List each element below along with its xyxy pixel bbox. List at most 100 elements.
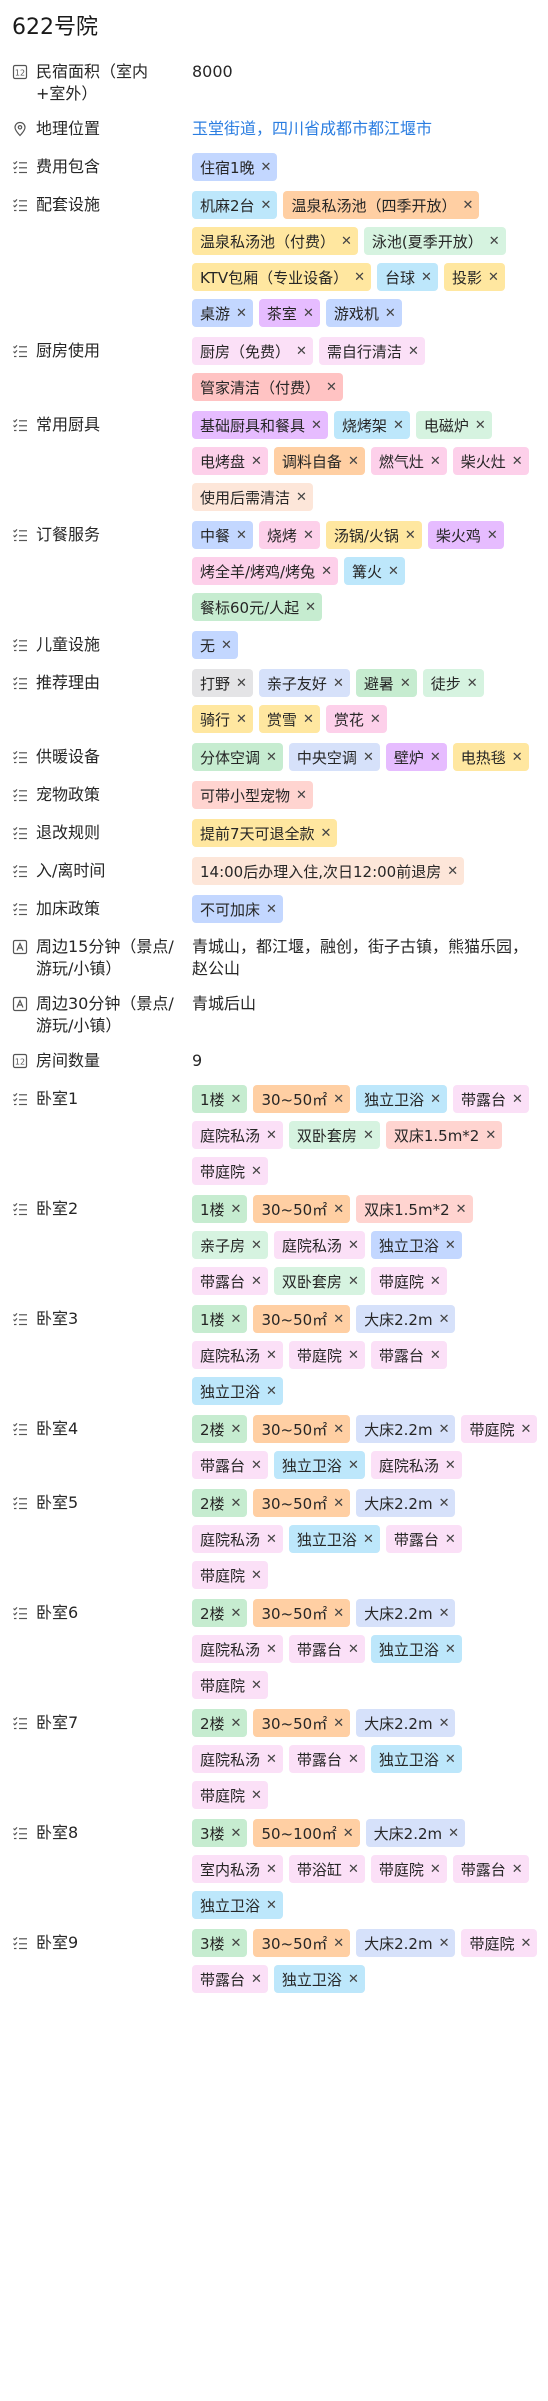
- option-tag[interactable]: 烤全羊/烤鸡/烤兔✕: [192, 557, 339, 585]
- close-icon[interactable]: ✕: [260, 197, 272, 213]
- close-icon[interactable]: ✕: [487, 269, 499, 285]
- close-icon[interactable]: ✕: [332, 675, 344, 691]
- option-tag[interactable]: 篝火✕: [344, 557, 405, 585]
- option-tag[interactable]: 带庭院✕: [192, 1157, 268, 1185]
- option-tag[interactable]: 汤锅/火锅✕: [325, 521, 422, 549]
- option-tag[interactable]: 需自行清洁✕: [318, 337, 425, 365]
- close-icon[interactable]: ✕: [230, 1715, 242, 1731]
- close-icon[interactable]: ✕: [486, 527, 498, 543]
- close-icon[interactable]: ✕: [221, 637, 232, 653]
- option-tag[interactable]: 餐标60元/人起✕: [192, 593, 323, 621]
- option-tag[interactable]: 1楼✕: [192, 1195, 248, 1223]
- option-tag[interactable]: 50~100㎡✕: [253, 1819, 360, 1847]
- option-tag[interactable]: 独立卫浴✕: [273, 1965, 365, 1993]
- option-tag[interactable]: 带露台✕: [385, 1525, 462, 1553]
- option-tag[interactable]: 厨房（免费）✕: [192, 337, 313, 365]
- close-icon[interactable]: ✕: [333, 1201, 345, 1217]
- option-tag[interactable]: 住宿1晚✕: [192, 153, 278, 181]
- option-tag[interactable]: 2楼✕: [192, 1709, 248, 1737]
- close-icon[interactable]: ✕: [230, 1201, 242, 1217]
- option-tag[interactable]: 调料自备✕: [273, 447, 365, 475]
- close-icon[interactable]: ✕: [230, 1495, 242, 1511]
- close-icon[interactable]: ✕: [447, 863, 459, 879]
- option-tag[interactable]: 机麻2台✕: [192, 191, 278, 219]
- option-tag[interactable]: 大床2.2m✕: [356, 1305, 456, 1333]
- close-icon[interactable]: ✕: [384, 305, 396, 321]
- close-icon[interactable]: ✕: [266, 1383, 277, 1399]
- option-tag[interactable]: 30~50㎡✕: [253, 1305, 351, 1333]
- close-icon[interactable]: ✕: [438, 1311, 450, 1327]
- close-icon[interactable]: ✕: [429, 453, 441, 469]
- close-icon[interactable]: ✕: [266, 1861, 277, 1877]
- close-icon[interactable]: ✕: [230, 1311, 242, 1327]
- option-tag[interactable]: 大床2.2m✕: [356, 1599, 456, 1627]
- option-tag[interactable]: 双卧套房✕: [273, 1267, 365, 1295]
- close-icon[interactable]: ✕: [455, 1201, 467, 1217]
- option-tag[interactable]: 带露台✕: [288, 1635, 365, 1663]
- close-icon[interactable]: ✕: [438, 1421, 450, 1437]
- option-tag[interactable]: 双床1.5m*2✕: [385, 1121, 503, 1149]
- close-icon[interactable]: ✕: [347, 1971, 359, 1987]
- close-icon[interactable]: ✕: [342, 1825, 354, 1841]
- close-icon[interactable]: ✕: [347, 453, 359, 469]
- close-icon[interactable]: ✕: [429, 749, 441, 765]
- option-tag[interactable]: 30~50㎡✕: [253, 1929, 351, 1957]
- close-icon[interactable]: ✕: [251, 1677, 262, 1693]
- close-icon[interactable]: ✕: [326, 379, 337, 395]
- option-tag[interactable]: 庭院私汤✕: [192, 1341, 283, 1369]
- close-icon[interactable]: ✕: [341, 233, 352, 249]
- close-icon[interactable]: ✕: [321, 563, 333, 579]
- close-icon[interactable]: ✕: [266, 1127, 277, 1143]
- close-icon[interactable]: ✕: [347, 1861, 359, 1877]
- option-tag[interactable]: 大床2.2m✕: [356, 1489, 456, 1517]
- option-tag[interactable]: 独立卫浴✕: [192, 1377, 283, 1405]
- option-tag[interactable]: 烧烤架✕: [333, 411, 410, 439]
- option-tag[interactable]: 管家清洁（付费）✕: [192, 373, 343, 401]
- option-tag[interactable]: 1楼✕: [192, 1085, 248, 1113]
- close-icon[interactable]: ✕: [421, 269, 432, 285]
- close-icon[interactable]: ✕: [362, 749, 374, 765]
- option-tag[interactable]: 室内私汤✕: [192, 1855, 283, 1883]
- close-icon[interactable]: ✕: [302, 711, 314, 727]
- close-icon[interactable]: ✕: [511, 453, 523, 469]
- close-icon[interactable]: ✕: [251, 1787, 262, 1803]
- close-icon[interactable]: ✕: [520, 1421, 532, 1437]
- option-tag[interactable]: 台球✕: [377, 263, 438, 291]
- close-icon[interactable]: ✕: [266, 901, 277, 917]
- close-icon[interactable]: ✕: [236, 305, 247, 321]
- close-icon[interactable]: ✕: [485, 1127, 497, 1143]
- option-tag[interactable]: 骑行✕: [192, 705, 253, 733]
- option-tag[interactable]: 投影✕: [443, 263, 505, 291]
- close-icon[interactable]: ✕: [305, 599, 317, 615]
- close-icon[interactable]: ✕: [388, 563, 399, 579]
- option-tag[interactable]: 电烤盘✕: [192, 447, 268, 475]
- option-tag[interactable]: 带露台✕: [370, 1341, 447, 1369]
- option-tag[interactable]: 柴火灶✕: [452, 447, 529, 475]
- close-icon[interactable]: ✕: [266, 1897, 277, 1913]
- option-tag[interactable]: 使用后需清洁✕: [192, 483, 313, 511]
- close-icon[interactable]: ✕: [333, 1605, 345, 1621]
- close-icon[interactable]: ✕: [296, 343, 307, 359]
- close-icon[interactable]: ✕: [266, 1641, 277, 1657]
- option-tag[interactable]: 双床1.5m*2✕: [356, 1195, 473, 1223]
- option-tag[interactable]: 徒步✕: [422, 669, 484, 697]
- option-tag[interactable]: 带露台✕: [192, 1965, 268, 1993]
- close-icon[interactable]: ✕: [251, 453, 262, 469]
- close-icon[interactable]: ✕: [407, 343, 419, 359]
- option-tag[interactable]: 30~50㎡✕: [253, 1195, 351, 1223]
- close-icon[interactable]: ✕: [236, 527, 247, 543]
- option-tag[interactable]: 带露台✕: [192, 1267, 268, 1295]
- option-tag[interactable]: 游戏机✕: [325, 299, 402, 327]
- option-tag[interactable]: 无✕: [192, 631, 238, 659]
- option-tag[interactable]: 带露台✕: [288, 1745, 365, 1773]
- close-icon[interactable]: ✕: [333, 1715, 345, 1731]
- option-tag[interactable]: 30~50㎡✕: [253, 1085, 351, 1113]
- option-tag[interactable]: 温泉私汤池（付费）✕: [192, 227, 358, 255]
- option-tag[interactable]: 电热毯✕: [452, 743, 529, 771]
- option-tag[interactable]: 分体空调✕: [192, 743, 283, 771]
- close-icon[interactable]: ✕: [466, 675, 478, 691]
- option-tag[interactable]: 提前7天可退全款✕: [192, 819, 338, 847]
- option-tag[interactable]: 烧烤✕: [258, 521, 320, 549]
- close-icon[interactable]: ✕: [347, 1457, 359, 1473]
- option-tag[interactable]: 温泉私汤池（四季开放）✕: [283, 191, 480, 219]
